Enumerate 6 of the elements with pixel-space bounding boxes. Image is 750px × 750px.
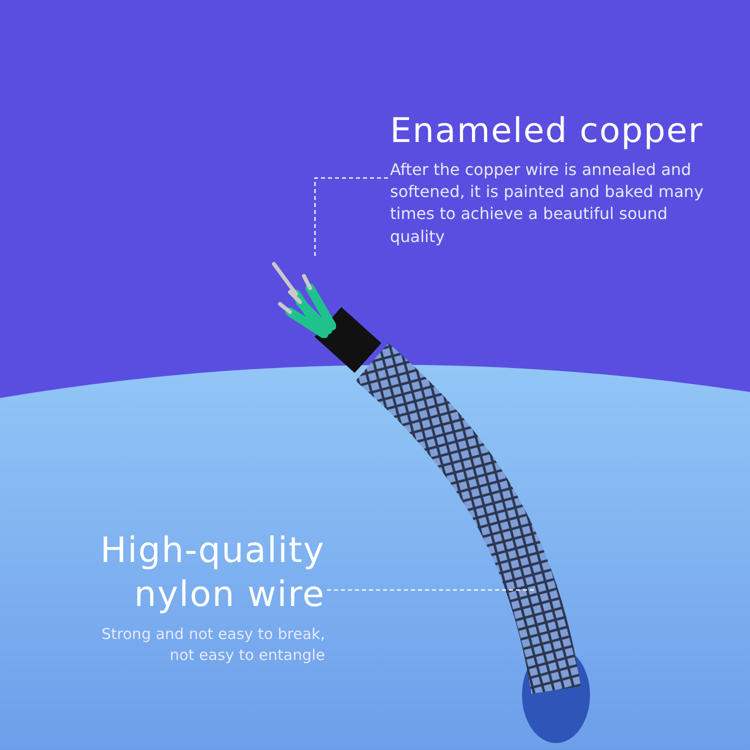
callout-text: After the copper wire is annealed and softened, it is painted and baked many times to achieve a beautiful sound quality: [390, 158, 704, 248]
callout-heading: Enameled copper: [390, 110, 704, 152]
leader-line: [314, 177, 388, 258]
callout-heading: High-quality nylon wire: [99, 530, 325, 617]
leader-line: [327, 589, 535, 591]
callout-text: Strong and not easy to break, not easy to entangle: [100, 624, 325, 666]
